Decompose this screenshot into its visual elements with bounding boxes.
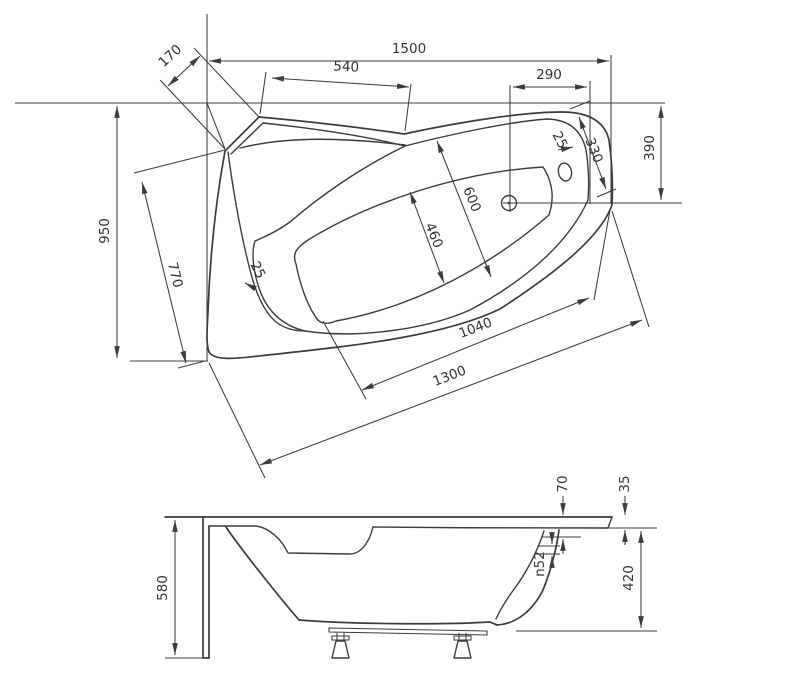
dim-label-70: 70 [555, 475, 571, 492]
ext-540-left [259, 71, 267, 115]
ext-1300-right [611, 210, 650, 328]
under-rim-right [372, 526, 609, 529]
dim-label-35: 35 [617, 475, 633, 492]
side-view-dimension-lines [172, 496, 644, 655]
dim-label-170: 170 [155, 41, 185, 70]
dim-label-1500: 1500 [392, 41, 426, 57]
shell-right-outer [496, 529, 560, 626]
inner-rim-sweep [252, 145, 589, 335]
dim-line-770 [141, 181, 187, 364]
side-view-reference-lines [165, 527, 657, 659]
dim-label-600: 600 [459, 184, 484, 214]
corner-diagonal-ref [206, 102, 226, 150]
dim-line-170 [167, 55, 201, 87]
basin-outline [293, 166, 553, 324]
dim-label-580: 580 [155, 575, 171, 601]
rim-right-cap [607, 516, 613, 529]
dim-line-330 [578, 116, 607, 190]
dim-label-25-right: 25 [549, 129, 571, 152]
dim-label-390: 390 [642, 135, 658, 161]
ext-1040-left [322, 320, 367, 400]
side-view-body [164, 516, 613, 659]
leader-25-left [244, 282, 257, 292]
ext-170-a [159, 79, 226, 150]
drain-center-dot [507, 201, 511, 205]
foot-washer [453, 635, 472, 641]
foot-front [331, 633, 350, 659]
foot-rear [453, 633, 472, 659]
ext-330-top [569, 100, 591, 110]
dim-label-420: 420 [621, 565, 637, 591]
ext-770-bottom [177, 360, 206, 369]
dim-label-330: 330 [581, 136, 605, 166]
dim-label-1300: 1300 [431, 363, 469, 390]
dim-line-1300 [259, 319, 643, 466]
dim-label-950: 950 [97, 218, 113, 244]
top-view: 1500 170 540 290 390 330 25 600 460 25 7… [15, 14, 682, 479]
dim-label-540: 540 [333, 58, 360, 75]
leader-25-right [557, 146, 574, 153]
shell-floor [298, 619, 498, 626]
basin-right-inner-slope [495, 530, 545, 620]
outer-rim [206, 111, 614, 360]
ext-770-top [133, 149, 226, 174]
dim-label-770: 770 [164, 261, 186, 290]
inner-rim-top [230, 118, 590, 201]
apron-skirt [202, 516, 210, 659]
overflow-hole [557, 162, 573, 182]
dim-line-600 [436, 140, 492, 278]
dim-line-1040 [361, 297, 590, 391]
shell-left-slope [225, 526, 300, 621]
dim-line-540 [271, 75, 410, 90]
dim-label-290: 290 [536, 67, 562, 83]
dim-label-1040: 1040 [457, 315, 495, 342]
foot-body [331, 640, 350, 659]
dim-label-25-left: 25 [247, 259, 269, 282]
dim-label-460: 460 [421, 221, 445, 251]
side-view: 580 70 35 n52 420 [155, 475, 657, 659]
side-view-dimension-labels: 580 70 35 n52 420 [155, 475, 637, 600]
foot-washer [331, 635, 350, 641]
headrest-recess-profile [255, 525, 374, 555]
headrest-top-edge [239, 138, 406, 149]
tub-top-outline [206, 111, 614, 360]
ext-1040-right [593, 209, 611, 301]
top-view-dimension-lines [114, 55, 664, 466]
dim-line-460 [409, 191, 445, 284]
drain-hole [500, 194, 518, 212]
foot-body [453, 640, 472, 659]
ext-540-right [404, 83, 412, 132]
frame-rail [328, 627, 488, 636]
top-view-dimension-labels: 1500 170 540 290 390 330 25 600 460 25 7… [97, 41, 658, 390]
ext-1300-left [208, 362, 266, 479]
ext-170-b [193, 47, 260, 118]
dim-label-n52: n52 [532, 551, 548, 577]
